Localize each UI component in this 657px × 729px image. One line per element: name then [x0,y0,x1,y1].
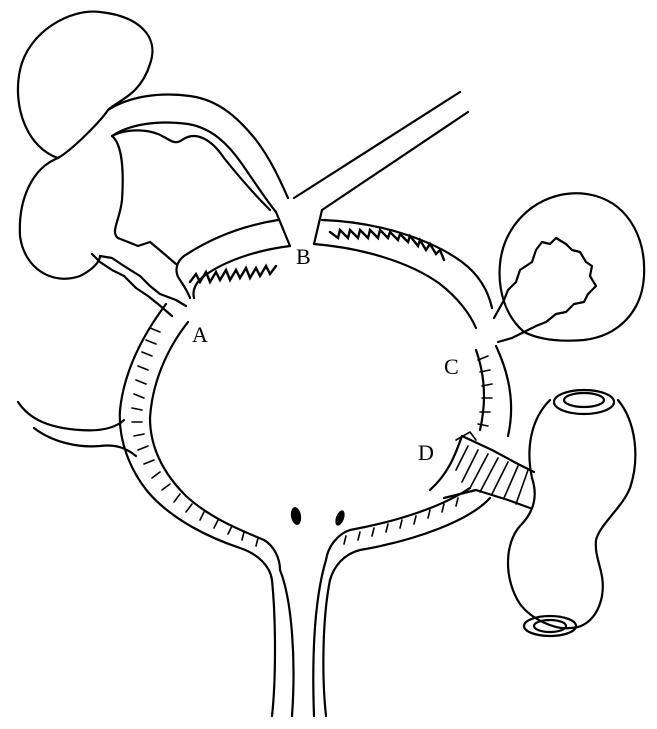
pouch-inner-wall [150,244,484,570]
junction-b-gap [276,210,322,246]
junction-d-connector [430,432,534,508]
right-ostium [334,509,347,527]
label-a: A [192,322,208,347]
label-d: D [418,440,434,465]
diagonal-vessel-upper-right [294,92,468,210]
label-b: B [296,244,311,269]
upper-left-lobulated-structure [18,12,270,279]
pouch-outer-wall [120,220,511,580]
wall-hatching [132,230,492,546]
label-c: C [444,354,459,379]
left-ostium [290,506,303,525]
right-balloon-structure [494,193,644,342]
vessel-to-a [92,254,186,316]
lower-left-branch-vessel [18,402,136,456]
upper-vessel-to-b [108,95,288,212]
ostia-pair [290,506,347,527]
right-hourglass-sac [508,390,635,636]
outflow-tube [272,560,330,716]
